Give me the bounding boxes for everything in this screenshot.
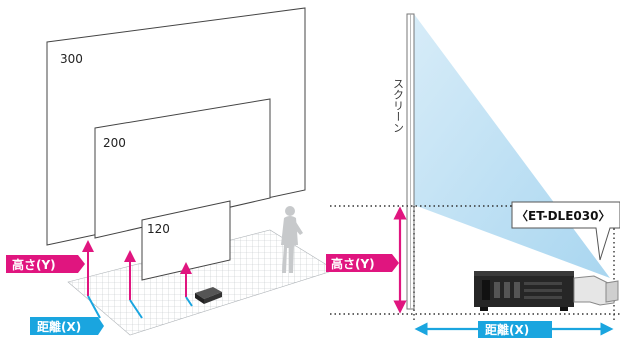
right-panel: スクリーン 高さ(Y) 距離(X) — [326, 13, 620, 338]
distance-label-right: 距離(X) — [478, 321, 552, 338]
screen-200-label: 200 — [103, 136, 126, 150]
height-label-right: 高さ(Y) — [326, 254, 399, 272]
screen-300-label: 300 — [60, 52, 83, 66]
person-silhouette — [281, 206, 303, 273]
left-panel: 300 200 120 高さ(Y) — [6, 7, 336, 336]
model-callout: 〈ET-DLE030〉 — [511, 201, 620, 261]
screen-vertical-label: スクリーン — [392, 78, 405, 133]
projection-beam — [414, 14, 610, 278]
model-callout-text: 〈ET-DLE030〉 — [516, 208, 610, 223]
distance-label-left-text: 距離(X) — [37, 319, 81, 334]
height-label-right-text: 高さ(Y) — [331, 256, 375, 271]
screen-120-label: 120 — [147, 222, 170, 236]
distance-label-right-text: 距離(X) — [485, 322, 529, 337]
distance-label-left: 距離(X) — [30, 317, 104, 335]
projector-icon-left — [195, 287, 222, 304]
height-label-left-text: 高さ(Y) — [12, 257, 56, 272]
distance-mark-120 — [185, 296, 193, 307]
distance-mark-200 — [129, 299, 143, 319]
height-label-left: 高さ(Y) — [6, 255, 85, 273]
projector-icon-right — [474, 271, 619, 311]
distance-mark-300 — [87, 295, 101, 319]
screen-120 — [141, 200, 231, 281]
